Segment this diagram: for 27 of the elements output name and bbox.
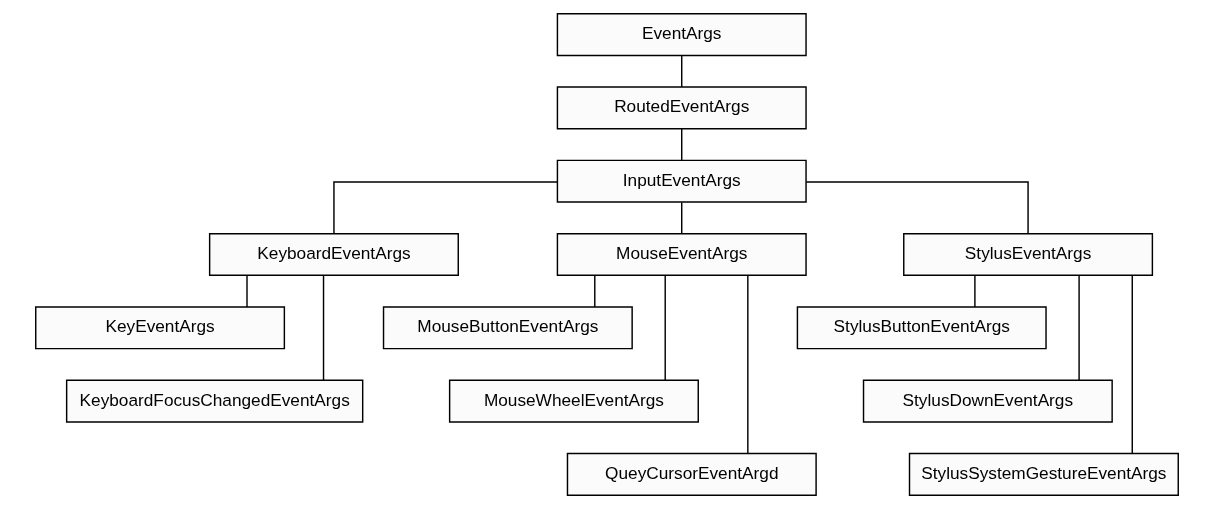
node-box: StylusSystemGestureEventArgs <box>908 452 1179 496</box>
node-box: MouseEventArgs <box>556 232 807 277</box>
node-box: StylusEventArgs <box>902 232 1153 277</box>
connector <box>245 274 248 308</box>
connector <box>1077 274 1080 381</box>
connector <box>680 55 682 88</box>
node-box: MouseWheelEventArgs <box>448 379 699 423</box>
node-box: StylusDownEventArgs <box>862 379 1113 423</box>
node-box: MouseButtonEventArgs <box>382 306 633 350</box>
node-box: StylusButtonEventArgs <box>796 306 1047 350</box>
connector <box>593 274 595 308</box>
connector <box>746 274 749 454</box>
node-box: KeyboardFocusChangedEventArgs <box>65 379 363 423</box>
node-box: RoutedEventArgs <box>556 86 807 130</box>
node-box: KeyEventArgs <box>34 306 285 350</box>
node-box: EventArgs <box>556 13 807 57</box>
connector <box>1131 274 1133 454</box>
node-box: KeyboardEventArgs <box>208 232 459 277</box>
node-box: QueyCursorEventArgd <box>566 452 817 496</box>
node-box: InputEventArgs <box>556 159 807 203</box>
connector <box>664 274 666 381</box>
connector <box>805 181 1029 235</box>
connector <box>973 274 976 308</box>
connector <box>680 201 682 235</box>
connector <box>332 181 558 235</box>
connector <box>680 128 682 162</box>
connector <box>322 274 324 381</box>
